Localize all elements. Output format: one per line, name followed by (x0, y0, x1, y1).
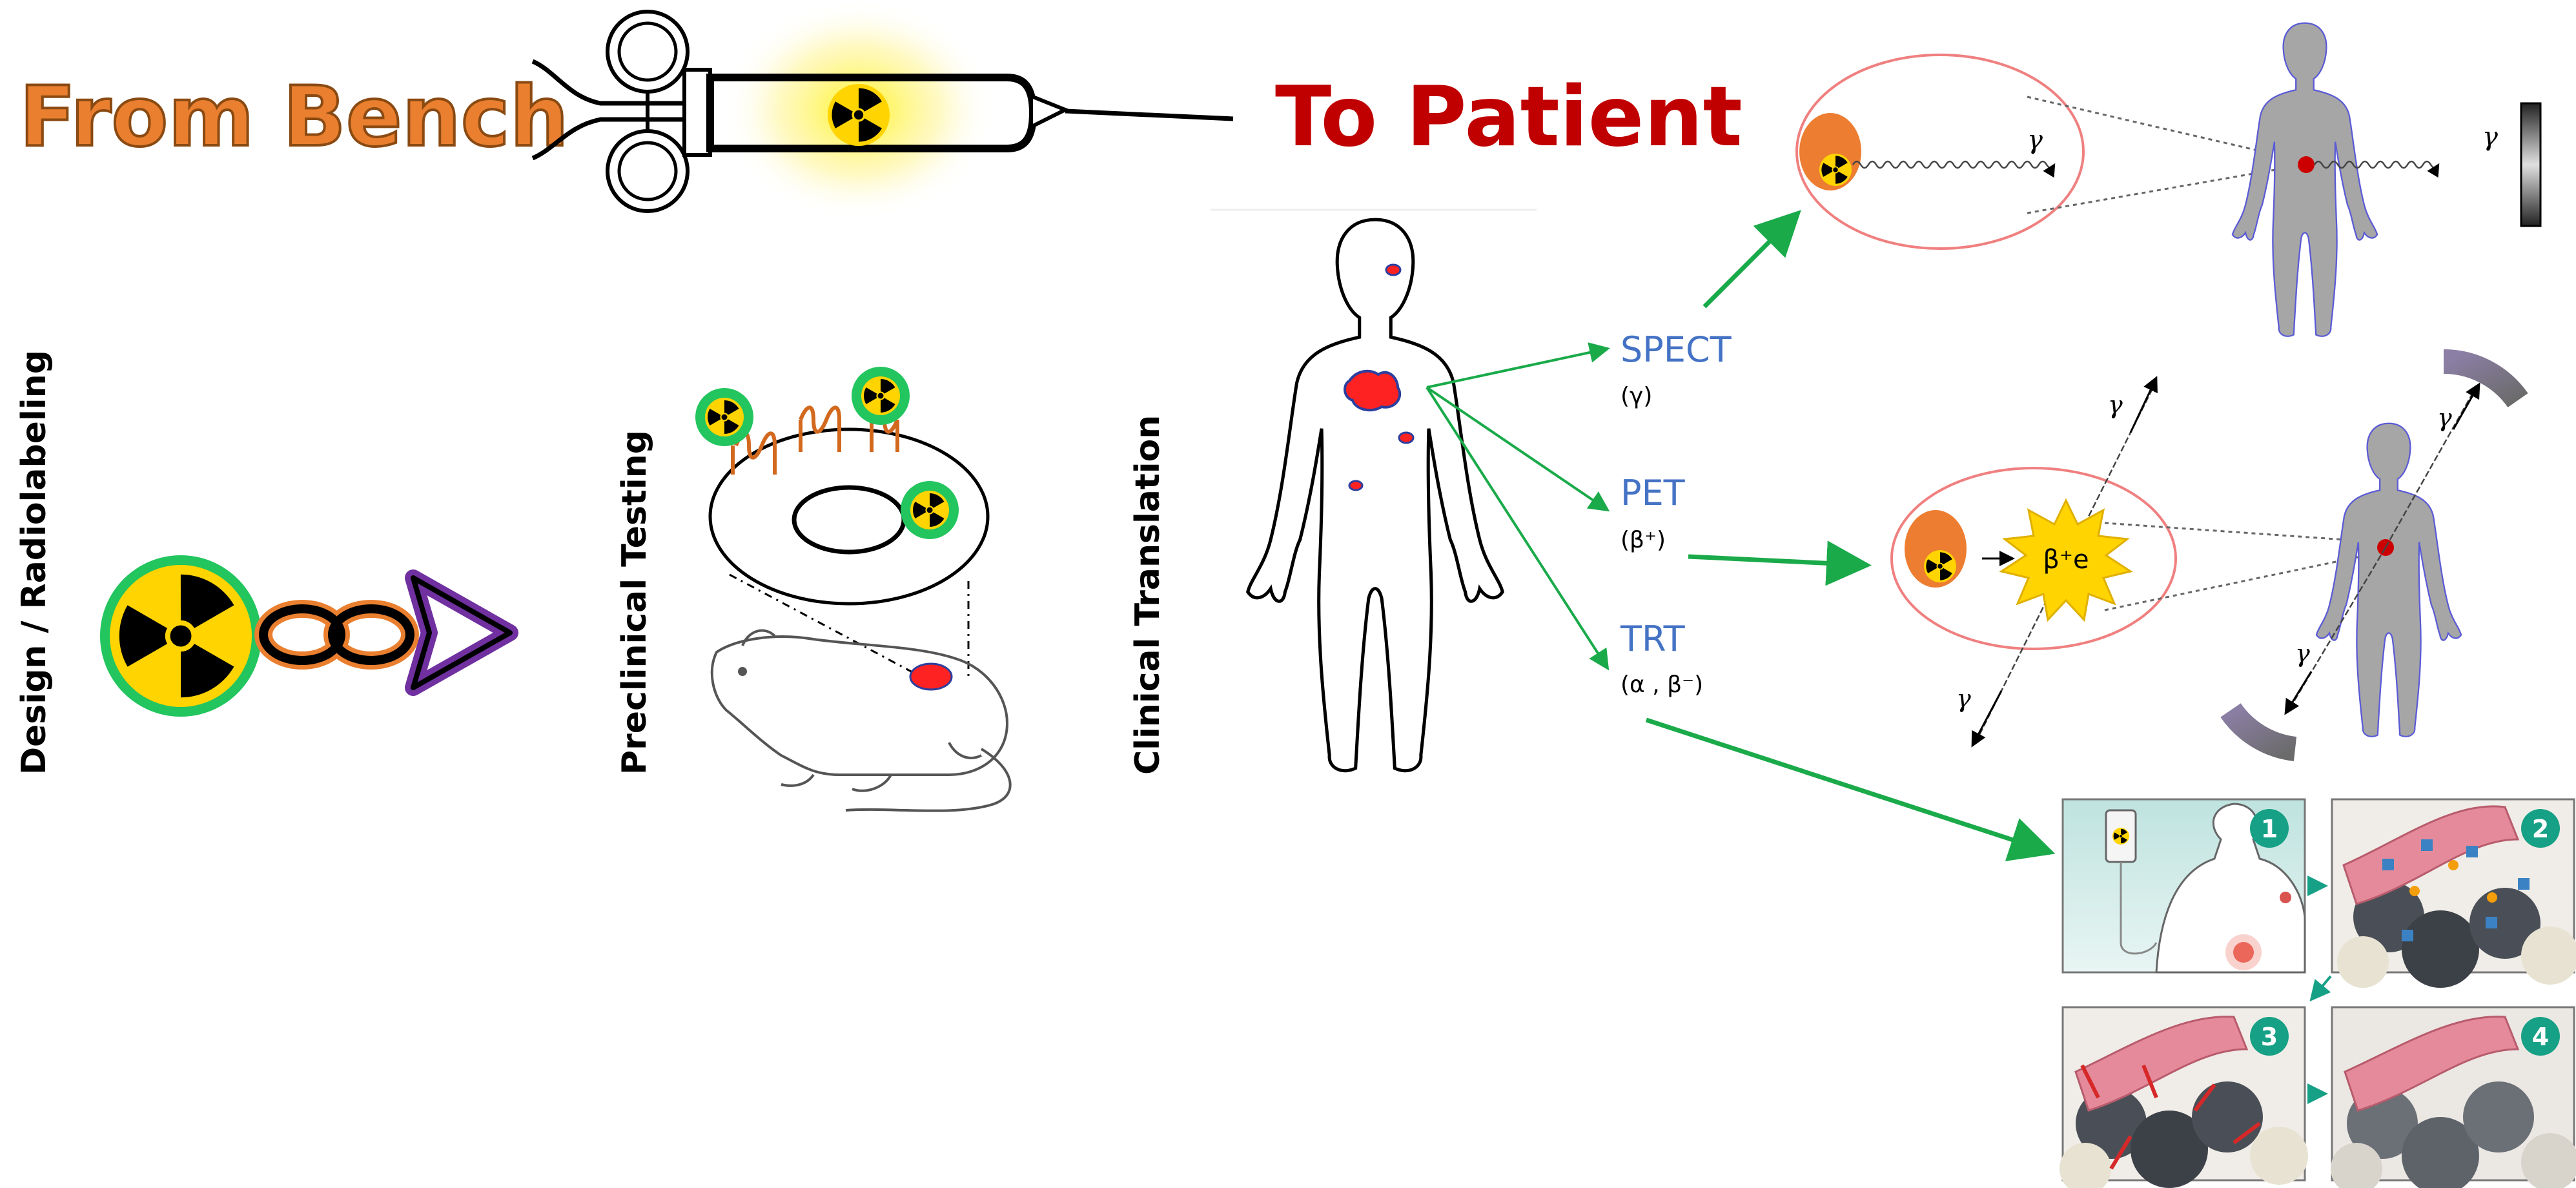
pet-gamma-body-upper: γ (2437, 404, 2452, 432)
modality-trt-name: TRT (1620, 619, 1686, 659)
therapy-step-4-badge: 4 (2532, 1023, 2549, 1051)
modality-labels: SPECT (γ) PET (β⁺) TRT (α , β⁻) (1620, 329, 1732, 698)
from-bench-title: From Bench (19, 69, 569, 165)
therapy-step-1-panel: 1 (2061, 798, 2306, 974)
modality-pet-name: PET (1620, 473, 1686, 513)
therapy-steps: 1 2 (2060, 798, 2576, 1188)
design-stage-label: Design / Radiolabeling (15, 350, 54, 775)
modality-trt-sub: (α , β⁻) (1620, 671, 1703, 698)
therapy-step-1-badge: 1 (2261, 815, 2278, 843)
preclinical-stage: Preclinical Testing (615, 367, 1012, 812)
clinical-stage-label: Clinical Translation (1129, 415, 1167, 775)
pet-gamma-body-lower: γ (2295, 639, 2310, 668)
header-row: From Bench To Patient (18, 0, 1743, 220)
spect-detail: γ γ (1795, 21, 2542, 338)
pet-gamma-upper: γ (2108, 391, 2123, 419)
annihilation-burst-icon (1999, 498, 2133, 622)
radiopharmaceutical-construct (100, 555, 518, 717)
therapy-step-3-panel: 3 (2060, 1006, 2308, 1188)
mouse-icon (710, 629, 1012, 812)
modality-spect-name: SPECT (1620, 329, 1732, 370)
therapy-step-3-badge: 3 (2261, 1023, 2278, 1051)
detector-ring-upper-icon (2443, 349, 2528, 408)
modality-spect-sub: (γ) (1620, 383, 1652, 409)
to-patient-title: To Patient (1275, 69, 1743, 165)
chain-link-icon (254, 600, 419, 670)
modality-pet-sub: (β⁺) (1620, 527, 1666, 553)
detector-icon (2520, 102, 2542, 227)
positron-label: β⁺e (2043, 545, 2089, 575)
therapy-step-4-panel: 4 (2331, 1006, 2576, 1188)
design-stage: Design / Radiolabeling (15, 350, 518, 775)
preclinical-stage-label: Preclinical Testing (615, 430, 654, 775)
human-body-icon (2315, 422, 2462, 738)
therapy-step-2-panel: 2 (2331, 798, 2576, 988)
cell-icon (695, 367, 990, 606)
tumor-icon (1344, 369, 1402, 412)
syringe-icon (531, 0, 1234, 220)
spect-gamma-symbol: γ (2027, 125, 2043, 155)
spect-gamma-symbol-detector: γ (2482, 122, 2498, 152)
detector-ring-lower-icon (2220, 702, 2297, 761)
human-body-icon (2231, 21, 2379, 338)
clinical-stage: Clinical Translation (1129, 209, 1610, 775)
human-body-icon (1248, 220, 1502, 771)
pet-detail: γ γ β⁺e γ γ (1890, 349, 2528, 761)
pet-gamma-lower: γ (1956, 684, 1971, 713)
therapy-step-2-badge: 2 (2532, 815, 2549, 843)
